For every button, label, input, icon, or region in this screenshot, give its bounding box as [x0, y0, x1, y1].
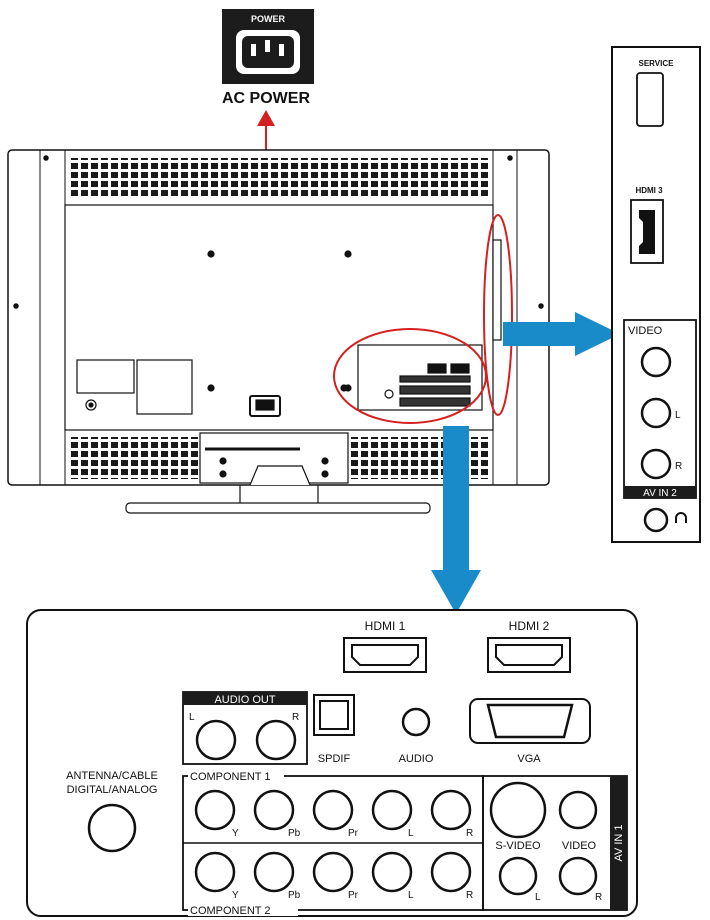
power-plate-label: POWER — [251, 14, 286, 24]
bottom-panel: HDMI 1 HDMI 2 AUDIO OUT L R SPDIF AUDIO … — [26, 609, 638, 917]
component1-pr-jack — [312, 789, 354, 831]
side-panel: SERVICE HDMI 3 VIDEO L R AV IN 2 — [611, 46, 701, 543]
c1-pb-label: Pb — [288, 828, 301, 839]
svideo-jack — [489, 781, 547, 839]
hdmi2-port — [487, 637, 571, 673]
component1-jacks — [194, 789, 472, 831]
av-video-label: VIDEO — [562, 840, 597, 852]
av-l-label: L — [535, 892, 541, 903]
component2-y-jack — [194, 851, 236, 893]
component1-pb-jack — [253, 789, 295, 831]
antenna-label-line1: ANTENNA/CABLE — [66, 770, 158, 782]
audio-out-r-label: R — [292, 712, 299, 723]
hdmi1-port — [343, 637, 427, 673]
hdmi3-port — [630, 199, 664, 264]
vga-port — [469, 698, 591, 744]
vga-label: VGA — [517, 753, 541, 765]
component1-y-jack — [194, 789, 236, 831]
side-ports-highlight — [483, 214, 513, 416]
component2-r-jack — [430, 851, 472, 893]
c1-r-label: R — [466, 828, 473, 839]
audio-out-label: AUDIO OUT — [214, 694, 275, 706]
av-in2-label: AV IN 2 — [643, 488, 677, 499]
bottom-panel-arrow — [431, 426, 481, 614]
c2-pb-label: Pb — [288, 890, 301, 901]
c2-r-label: R — [466, 890, 473, 901]
component2-l-jack — [371, 851, 413, 893]
component2-pb-jack — [253, 851, 295, 893]
side-panel-arrow — [503, 312, 620, 356]
tv-back-details — [76, 239, 502, 514]
c1-y-label: Y — [232, 828, 239, 839]
c1-l-label: L — [408, 828, 414, 839]
top-vent-grille — [70, 158, 488, 198]
antenna-jack — [87, 803, 137, 853]
side-video-label: VIDEO — [628, 325, 663, 337]
av-in2-box — [623, 319, 697, 499]
headphone-icon — [675, 512, 687, 523]
component2-label: COMPONENT 2 — [190, 905, 270, 917]
hdmi3-label: HDMI 3 — [635, 186, 663, 195]
av-video-jack — [558, 790, 598, 830]
component1-label: COMPONENT 1 — [190, 771, 270, 783]
side-l-label: L — [675, 410, 681, 421]
side-audio-l-jack — [640, 397, 672, 429]
audio-out-l-jack — [195, 719, 237, 761]
headphone-jack — [643, 507, 669, 533]
spdif-port — [313, 694, 355, 736]
av-in1-label: AV IN 1 — [613, 824, 625, 861]
service-port — [636, 72, 664, 127]
side-audio-r-jack — [640, 448, 672, 480]
c1-pr-label: Pr — [348, 828, 359, 839]
side-video-jack — [640, 346, 672, 378]
c2-pr-label: Pr — [348, 890, 359, 901]
side-r-label: R — [675, 461, 682, 472]
component1-l-jack — [371, 789, 413, 831]
svideo-label: S-VIDEO — [495, 840, 541, 852]
spdif-label: SPDIF — [318, 753, 351, 765]
c2-y-label: Y — [232, 890, 239, 901]
component1-r-jack — [430, 789, 472, 831]
component2-jacks — [194, 851, 472, 893]
ac-power-caption: AC POWER — [222, 90, 310, 107]
hdmi2-label: HDMI 2 — [509, 619, 550, 633]
audio-label: AUDIO — [399, 753, 434, 765]
service-label: SERVICE — [639, 59, 675, 68]
audio-out-l-label: L — [189, 712, 195, 723]
av-audio-l-jack — [498, 856, 538, 896]
hdmi1-label: HDMI 1 — [365, 619, 406, 633]
c2-l-label: L — [408, 890, 414, 901]
component2-pr-jack — [312, 851, 354, 893]
av-audio-r-jack — [558, 856, 598, 896]
power-plate: POWER — [222, 9, 314, 84]
audio-out-r-jack — [255, 719, 297, 761]
antenna-label-line2: DIGITAL/ANALOG — [67, 784, 158, 796]
av-r-label: R — [595, 892, 602, 903]
audio-in-jack — [401, 707, 431, 737]
